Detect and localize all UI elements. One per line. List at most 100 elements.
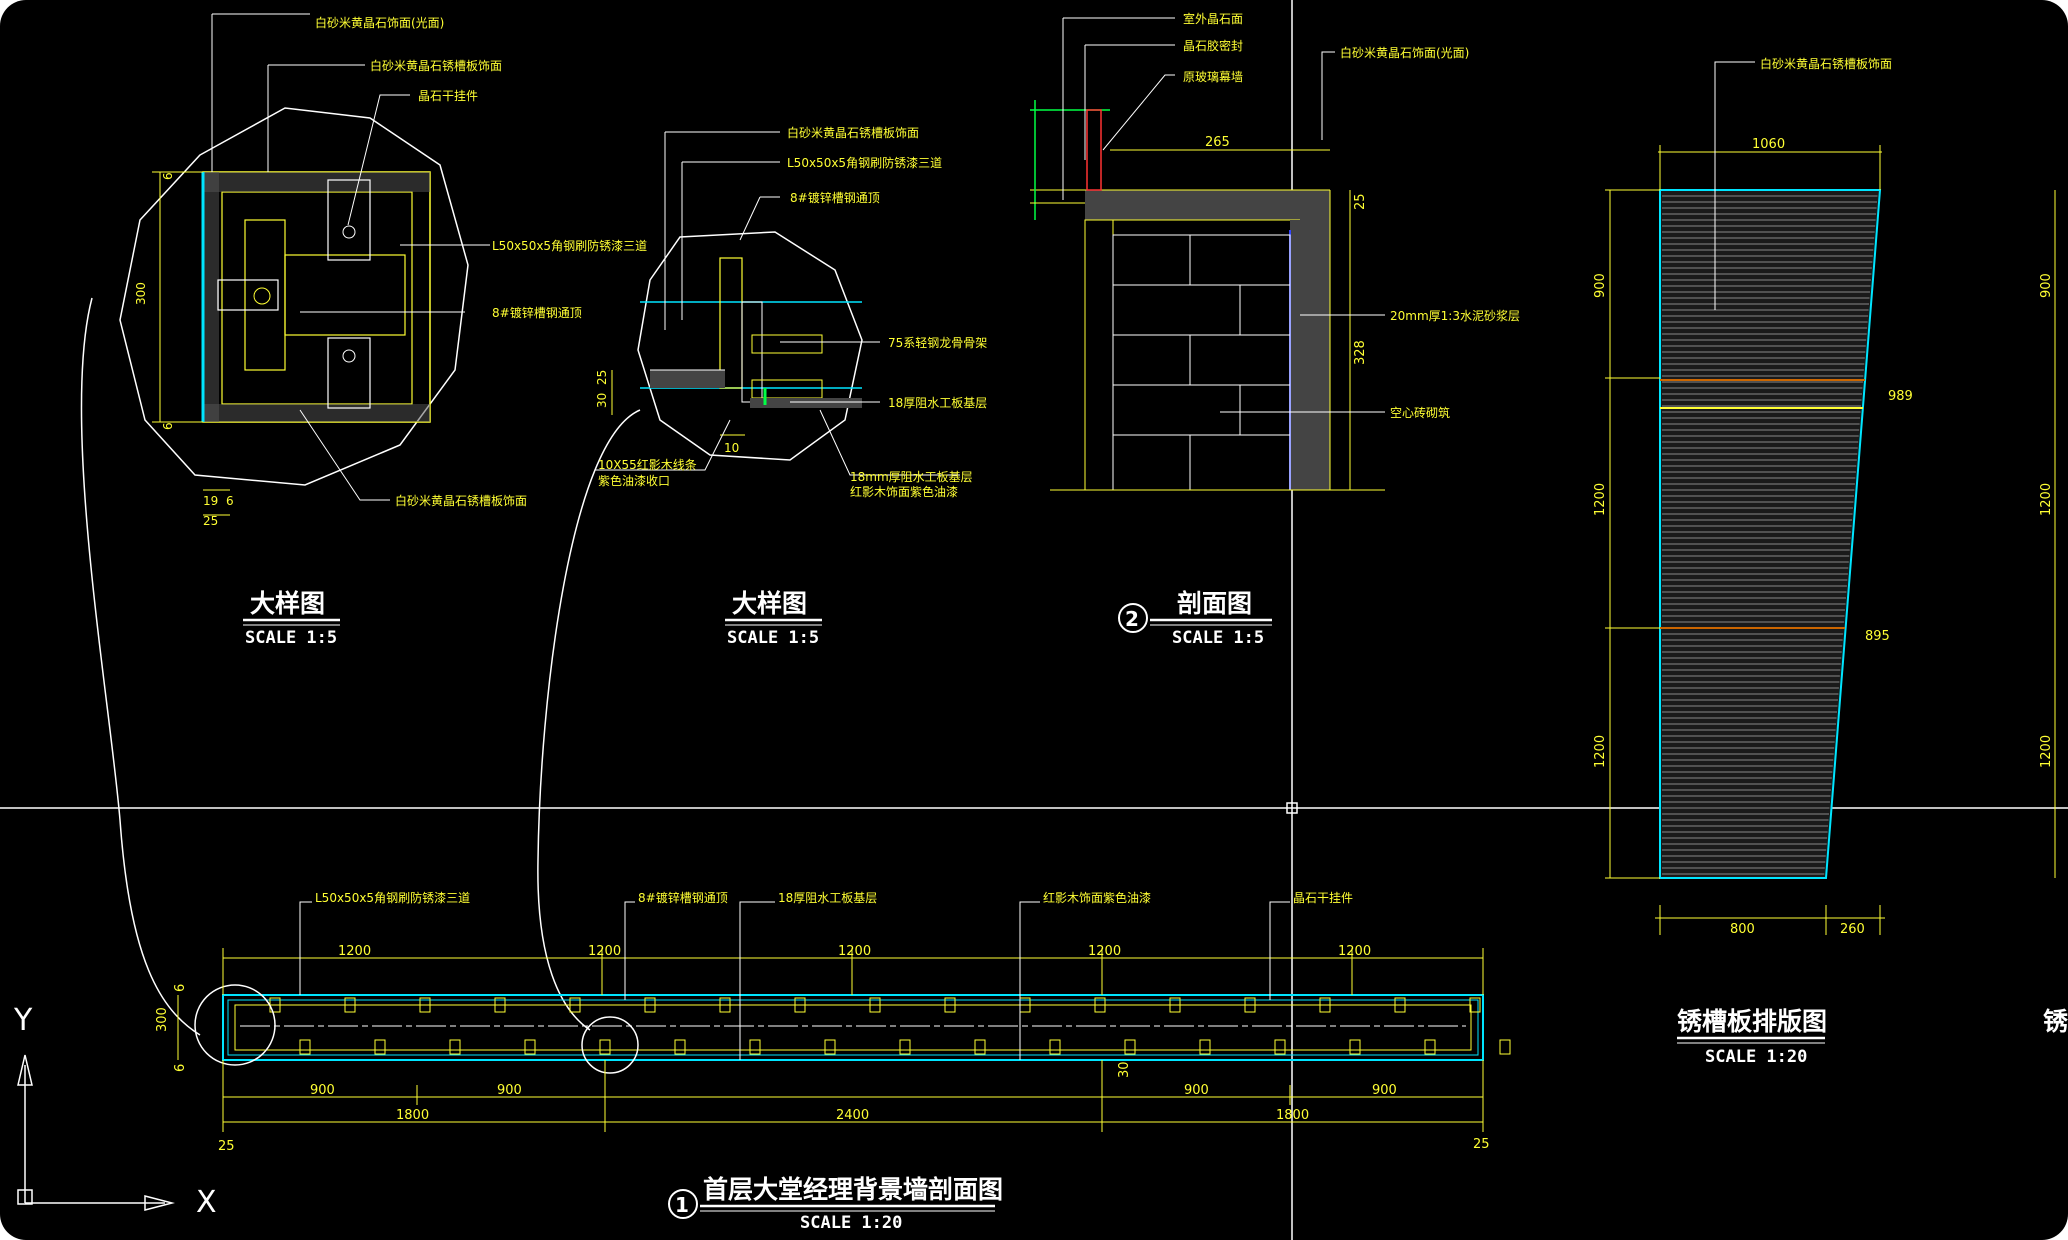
detail-b-note-8: 10X55红影木线条 bbox=[598, 457, 697, 472]
panel-layout: 1060 900 1200 1200 989 895 800 260 白砂米黄晶… bbox=[1593, 56, 2068, 1067]
ucs-y-label: Y bbox=[13, 1003, 33, 1038]
ucs-x-label: X bbox=[196, 1185, 217, 1220]
panel-scale: SCALE 1:20 bbox=[1705, 1047, 1807, 1067]
detail-a-dim-6-bottom: 6 bbox=[161, 422, 175, 430]
section-1-bottom-dim-4: 900 bbox=[1372, 1083, 1397, 1098]
panel-title: 锈槽板排版图 bbox=[1677, 1007, 1827, 1036]
detail-b-note-5: 18厚阻水工板基层 bbox=[888, 396, 987, 410]
panel-dim-bottom-1: 800 bbox=[1730, 922, 1755, 937]
detail-b-title: 大样图 bbox=[732, 589, 807, 618]
section-1-scale: SCALE 1:20 bbox=[800, 1213, 902, 1233]
section-1-dim-30: 30 bbox=[1117, 1061, 1132, 1078]
detail-b-note-4: 75系轻钢龙骨骨架 bbox=[888, 336, 987, 350]
section-2-note-6: 空心砖砌筑 bbox=[1390, 405, 1450, 420]
section-1: 1200 1200 1200 1200 1200 L50x50x5角钢刷防锈漆三… bbox=[155, 890, 1511, 1233]
section-1-wall bbox=[222, 994, 1484, 1061]
section-1-top-dim-4: 1200 bbox=[1088, 944, 1121, 959]
section-2-note-1: 室外晶石面 bbox=[1183, 11, 1243, 26]
section-1-bottom-dim-3: 900 bbox=[1184, 1083, 1209, 1098]
section-1-note-2: 8#镀锌槽钢通顶 bbox=[638, 891, 728, 905]
section-1-top-dim-5: 1200 bbox=[1338, 944, 1371, 959]
partial-title: 锈 bbox=[2043, 1007, 2068, 1036]
panel-partial-dim-3: 1200 bbox=[2039, 735, 2054, 768]
section-1-callout-left bbox=[194, 984, 276, 1066]
detail-a-dim-6: 6 bbox=[226, 494, 234, 508]
section-1-note-4: 红影木饰面紫色油漆 bbox=[1043, 890, 1151, 905]
detail-a-outer-frame bbox=[202, 171, 431, 423]
detail-b-dim-25: 25 bbox=[595, 370, 609, 385]
crosshair-pickbox bbox=[1286, 802, 1298, 814]
panel-dim-left-1: 900 bbox=[1593, 273, 1608, 298]
section-1-side-dim-300: 300 bbox=[155, 1007, 170, 1032]
detail-b-leader bbox=[537, 409, 641, 1031]
section-2-dim-328: 328 bbox=[1353, 340, 1368, 365]
section-2-note-5: 20mm厚1:3水泥砂浆层 bbox=[1390, 308, 1520, 323]
detail-a-note-3: 晶石干挂件 bbox=[418, 89, 478, 103]
detail-b-dim-30: 30 bbox=[595, 393, 609, 408]
panel-dim-right-2: 895 bbox=[1865, 629, 1890, 644]
detail-a-dim-6-top: 6 bbox=[161, 172, 175, 180]
panel-dim-top: 1060 bbox=[1752, 137, 1785, 152]
panel-note: 白砂米黄晶石锈槽板饰面 bbox=[1760, 56, 1892, 71]
section-1-top-dim-1: 1200 bbox=[338, 944, 371, 959]
panel-partial-dim-2: 1200 bbox=[2039, 483, 2054, 516]
section-1-note-1: L50x50x5角钢刷防锈漆三道 bbox=[315, 890, 470, 905]
section-2-note-4: 白砂米黄晶石饰面(光面) bbox=[1340, 45, 1469, 60]
detail-b-note-6: 18mm厚阻水工板基层 bbox=[850, 470, 973, 484]
section-2-dim-25: 25 bbox=[1353, 193, 1368, 210]
section-1-end-dim-right: 25 bbox=[1473, 1137, 1490, 1152]
detail-a: 300 6 6 19 6 25 白砂米黄晶石饰面(光面) 白砂米黄晶石锈槽板饰面… bbox=[80, 13, 647, 1036]
section-2-note-3: 原玻璃幕墙 bbox=[1183, 70, 1243, 84]
section-1-callout-mid bbox=[581, 1016, 639, 1074]
detail-a-note-6: 白砂米黄晶石锈槽板饰面 bbox=[395, 493, 527, 508]
detail-a-dim-300: 300 bbox=[134, 282, 148, 305]
section-2: 265 25 328 室外晶石面 晶石胶密封 原玻璃幕墙 白砂米黄晶石饰面(光面… bbox=[1030, 11, 1520, 648]
section-1-bottom-dim-2: 900 bbox=[497, 1083, 522, 1098]
detail-a-scale: SCALE 1:5 bbox=[245, 628, 337, 648]
section-1-top-dim-2: 1200 bbox=[588, 944, 621, 959]
section-2-number: 2 bbox=[1125, 607, 1139, 631]
detail-b-note-7: 红影木饰面紫色油漆 bbox=[850, 484, 958, 499]
section-2-note-2: 晶石胶密封 bbox=[1183, 38, 1243, 53]
panel-dim-bottom-2: 260 bbox=[1840, 922, 1865, 937]
section-1-overall-dim-1: 1800 bbox=[396, 1108, 429, 1123]
detail-a-cloud bbox=[119, 107, 469, 486]
section-1-side-dim-6b: 6 bbox=[173, 1064, 188, 1072]
detail-a-dim-25: 25 bbox=[203, 514, 218, 528]
section-1-note-5: 晶石干挂件 bbox=[1293, 891, 1353, 905]
detail-a-leader bbox=[80, 297, 201, 1036]
detail-a-dim-19: 19 bbox=[203, 494, 218, 508]
ucs-icon: Y X bbox=[13, 1003, 217, 1220]
section-1-overall-dim-2: 2400 bbox=[836, 1108, 869, 1123]
panel-dim-left-2: 1200 bbox=[1593, 483, 1608, 516]
panel-dim-right-1: 989 bbox=[1888, 389, 1913, 404]
section-1-bottom-dim-1: 900 bbox=[310, 1083, 335, 1098]
detail-b-cloud bbox=[637, 231, 863, 461]
detail-b-dim-10: 10 bbox=[724, 441, 739, 455]
panel-dim-left-3: 1200 bbox=[1593, 735, 1608, 768]
detail-a-title: 大样图 bbox=[250, 589, 325, 618]
detail-a-note-1: 白砂米黄晶石饰面(光面) bbox=[315, 15, 444, 30]
section-1-number: 1 bbox=[675, 1193, 689, 1217]
detail-b-scale: SCALE 1:5 bbox=[727, 628, 819, 648]
detail-a-note-2: 白砂米黄晶石锈槽板饰面 bbox=[370, 58, 502, 73]
detail-a-note-4: L50x50x5角钢刷防锈漆三道 bbox=[492, 238, 647, 253]
section-1-end-dim-left: 25 bbox=[218, 1139, 235, 1154]
section-2-scale: SCALE 1:5 bbox=[1172, 628, 1264, 648]
section-1-title: 首层大堂经理背景墙剖面图 bbox=[703, 1175, 1003, 1204]
detail-b: 25 30 10 白砂米黄晶石锈槽板饰面 L50x50x5角钢刷防锈漆三道 8#… bbox=[537, 125, 987, 1031]
detail-b-note-9: 紫色油漆收口 bbox=[598, 474, 670, 488]
section-2-title: 剖面图 bbox=[1177, 589, 1252, 618]
section-1-side-dim-6a: 6 bbox=[173, 984, 188, 992]
section-2-dim-265: 265 bbox=[1205, 135, 1230, 150]
detail-a-note-5: 8#镀锌槽钢通顶 bbox=[492, 306, 582, 320]
detail-b-note-1: 白砂米黄晶石锈槽板饰面 bbox=[787, 125, 919, 140]
section-1-note-3: 18厚阻水工板基层 bbox=[778, 891, 877, 905]
panel-outline bbox=[1659, 189, 1882, 879]
detail-b-note-3: 8#镀锌槽钢通顶 bbox=[790, 191, 880, 205]
section-1-top-dim-3: 1200 bbox=[838, 944, 871, 959]
detail-b-note-2: L50x50x5角钢刷防锈漆三道 bbox=[787, 155, 942, 170]
panel-partial-dim-1: 900 bbox=[2039, 273, 2054, 298]
